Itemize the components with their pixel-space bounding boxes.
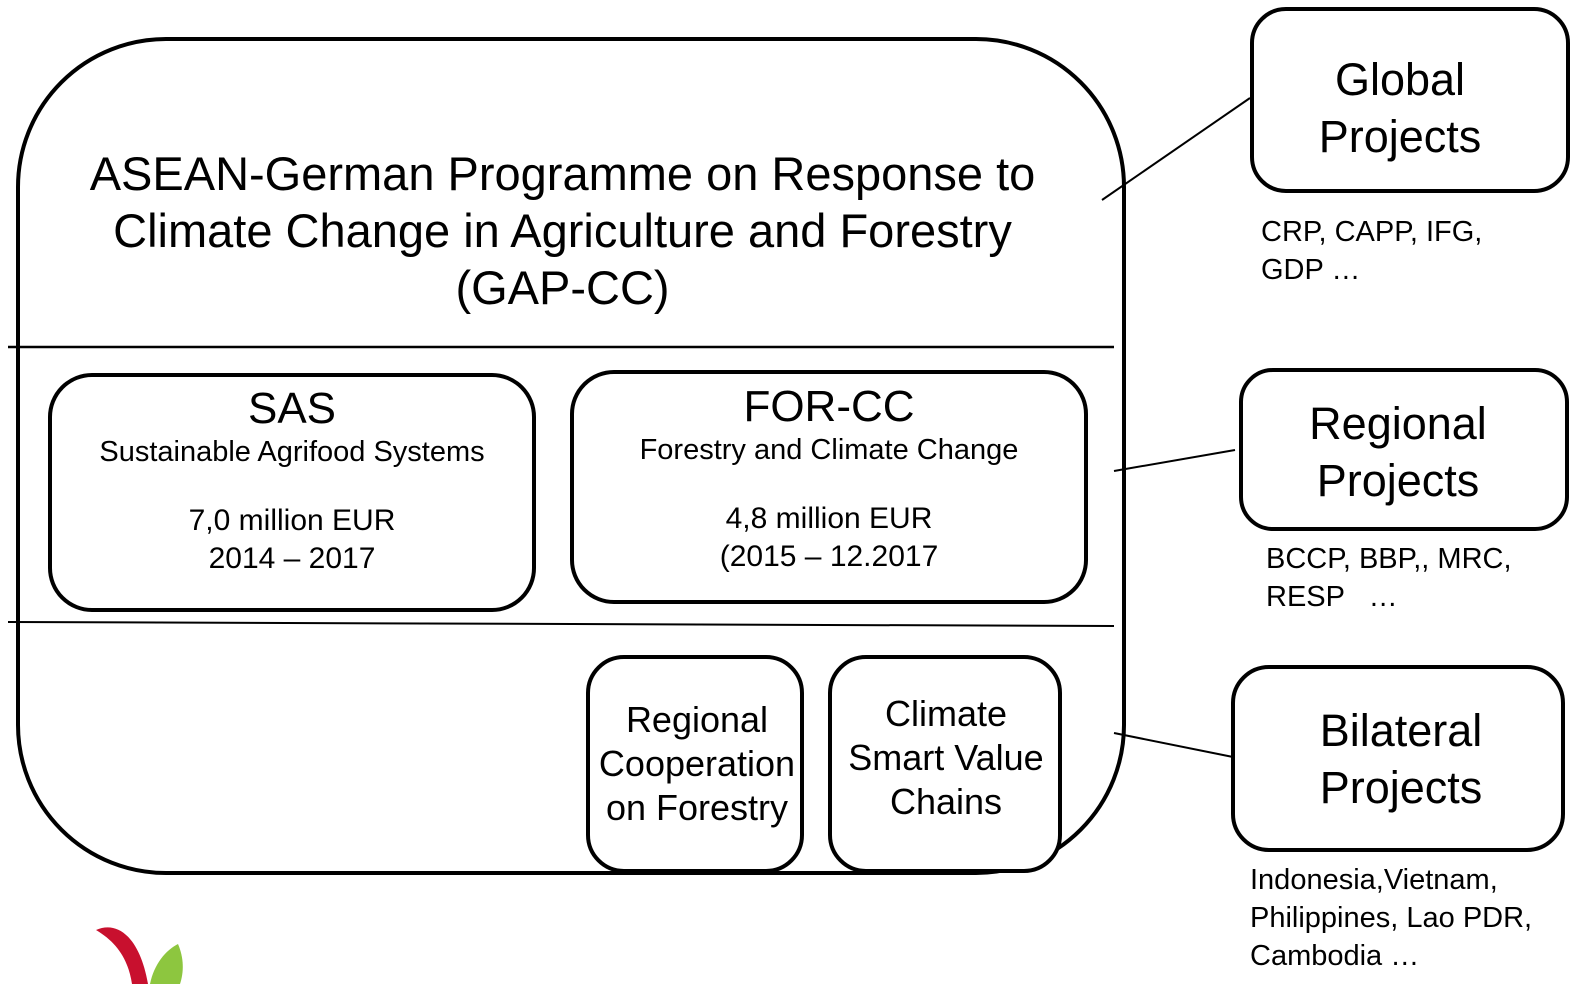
- label-line: Regional: [625, 699, 769, 740]
- sas-content: SAS Sustainable Agrifood Systems 7,0 mil…: [52, 384, 532, 578]
- regional-projects-label: Regional Projects: [1245, 395, 1551, 509]
- logo-red-leaf: [96, 927, 148, 984]
- gap-cc-programme-box: [16, 37, 1126, 875]
- label-line: Projects: [1319, 762, 1483, 813]
- sas-name: SAS: [247, 384, 337, 433]
- climate-smart-value-chains-label: Climate Smart Value Chains: [830, 692, 1062, 824]
- for-cc-period: (2015 – 12.2017: [719, 540, 939, 573]
- sas-period: 2014 – 2017: [208, 542, 376, 575]
- label-line: on Forestry: [605, 787, 789, 828]
- climate-smart-value-chains-box: [828, 655, 1062, 873]
- regional-cooperation-forestry-box: [586, 655, 804, 873]
- regional-projects-box: [1239, 368, 1569, 531]
- connector-regional: [1113, 449, 1236, 472]
- bilateral-projects-label: Bilateral Projects: [1237, 702, 1565, 816]
- label-line: Bilateral: [1319, 705, 1483, 756]
- programme-title: ASEAN-German Programme on Response to Cl…: [70, 145, 1055, 316]
- sas-box: [48, 373, 536, 612]
- label-line: Projects: [1318, 111, 1482, 162]
- list-line: CRP, CAPP, IFG,: [1261, 216, 1483, 248]
- connector-bilateral: [1113, 732, 1234, 758]
- bilateral-projects-list: Indonesia,Vietnam, Philippines, Lao PDR, C…: [1250, 861, 1532, 975]
- logo-green-leaf: [150, 944, 183, 984]
- sas-subtitle: Sustainable Agrifood Systems: [99, 436, 485, 468]
- global-projects-box: [1250, 7, 1570, 193]
- programme-title-line: ASEAN-German Programme on Response to: [89, 147, 1036, 200]
- list-line: RESP …: [1266, 581, 1398, 613]
- list-line: Indonesia,Vietnam,: [1250, 864, 1498, 896]
- programme-title-line: (GAP-CC): [455, 261, 670, 314]
- label-line: Cooperation: [598, 743, 796, 784]
- partner-logo-icon: [96, 927, 183, 984]
- for-cc-content: FOR-CC Forestry and Climate Change 4,8 m…: [575, 382, 1083, 576]
- label-line: Chains: [889, 781, 1003, 822]
- for-cc-box: [570, 370, 1088, 604]
- divider-bottom: [7, 621, 1115, 627]
- global-projects-list: CRP, CAPP, IFG, GDP …: [1261, 213, 1482, 289]
- global-projects-label: Global Projects: [1250, 51, 1550, 165]
- regional-projects-list: BCCP, BBP,, MRC, RESP …: [1266, 540, 1512, 616]
- bilateral-projects-box: [1231, 665, 1565, 852]
- list-line: GDP …: [1261, 254, 1361, 286]
- list-line: Cambodia …: [1250, 940, 1420, 972]
- programme-title-line: Climate Change in Agriculture and Forest…: [113, 204, 1012, 257]
- label-line: Projects: [1316, 455, 1480, 506]
- label-line: Climate: [884, 693, 1008, 734]
- regional-cooperation-forestry-label: Regional Cooperation on Forestry: [586, 698, 808, 830]
- label-line: Regional: [1309, 398, 1487, 449]
- for-cc-subtitle: Forestry and Climate Change: [639, 434, 1019, 466]
- list-line: Philippines, Lao PDR,: [1250, 902, 1533, 934]
- label-line: Global: [1334, 54, 1466, 105]
- label-line: Smart Value: [848, 737, 1044, 778]
- connector-global: [1101, 97, 1251, 201]
- list-line: BCCP, BBP,, MRC,: [1266, 543, 1512, 575]
- for-cc-name: FOR-CC: [743, 382, 915, 431]
- for-cc-budget: 4,8 million EUR: [725, 502, 933, 535]
- sas-budget: 7,0 million EUR: [188, 504, 396, 537]
